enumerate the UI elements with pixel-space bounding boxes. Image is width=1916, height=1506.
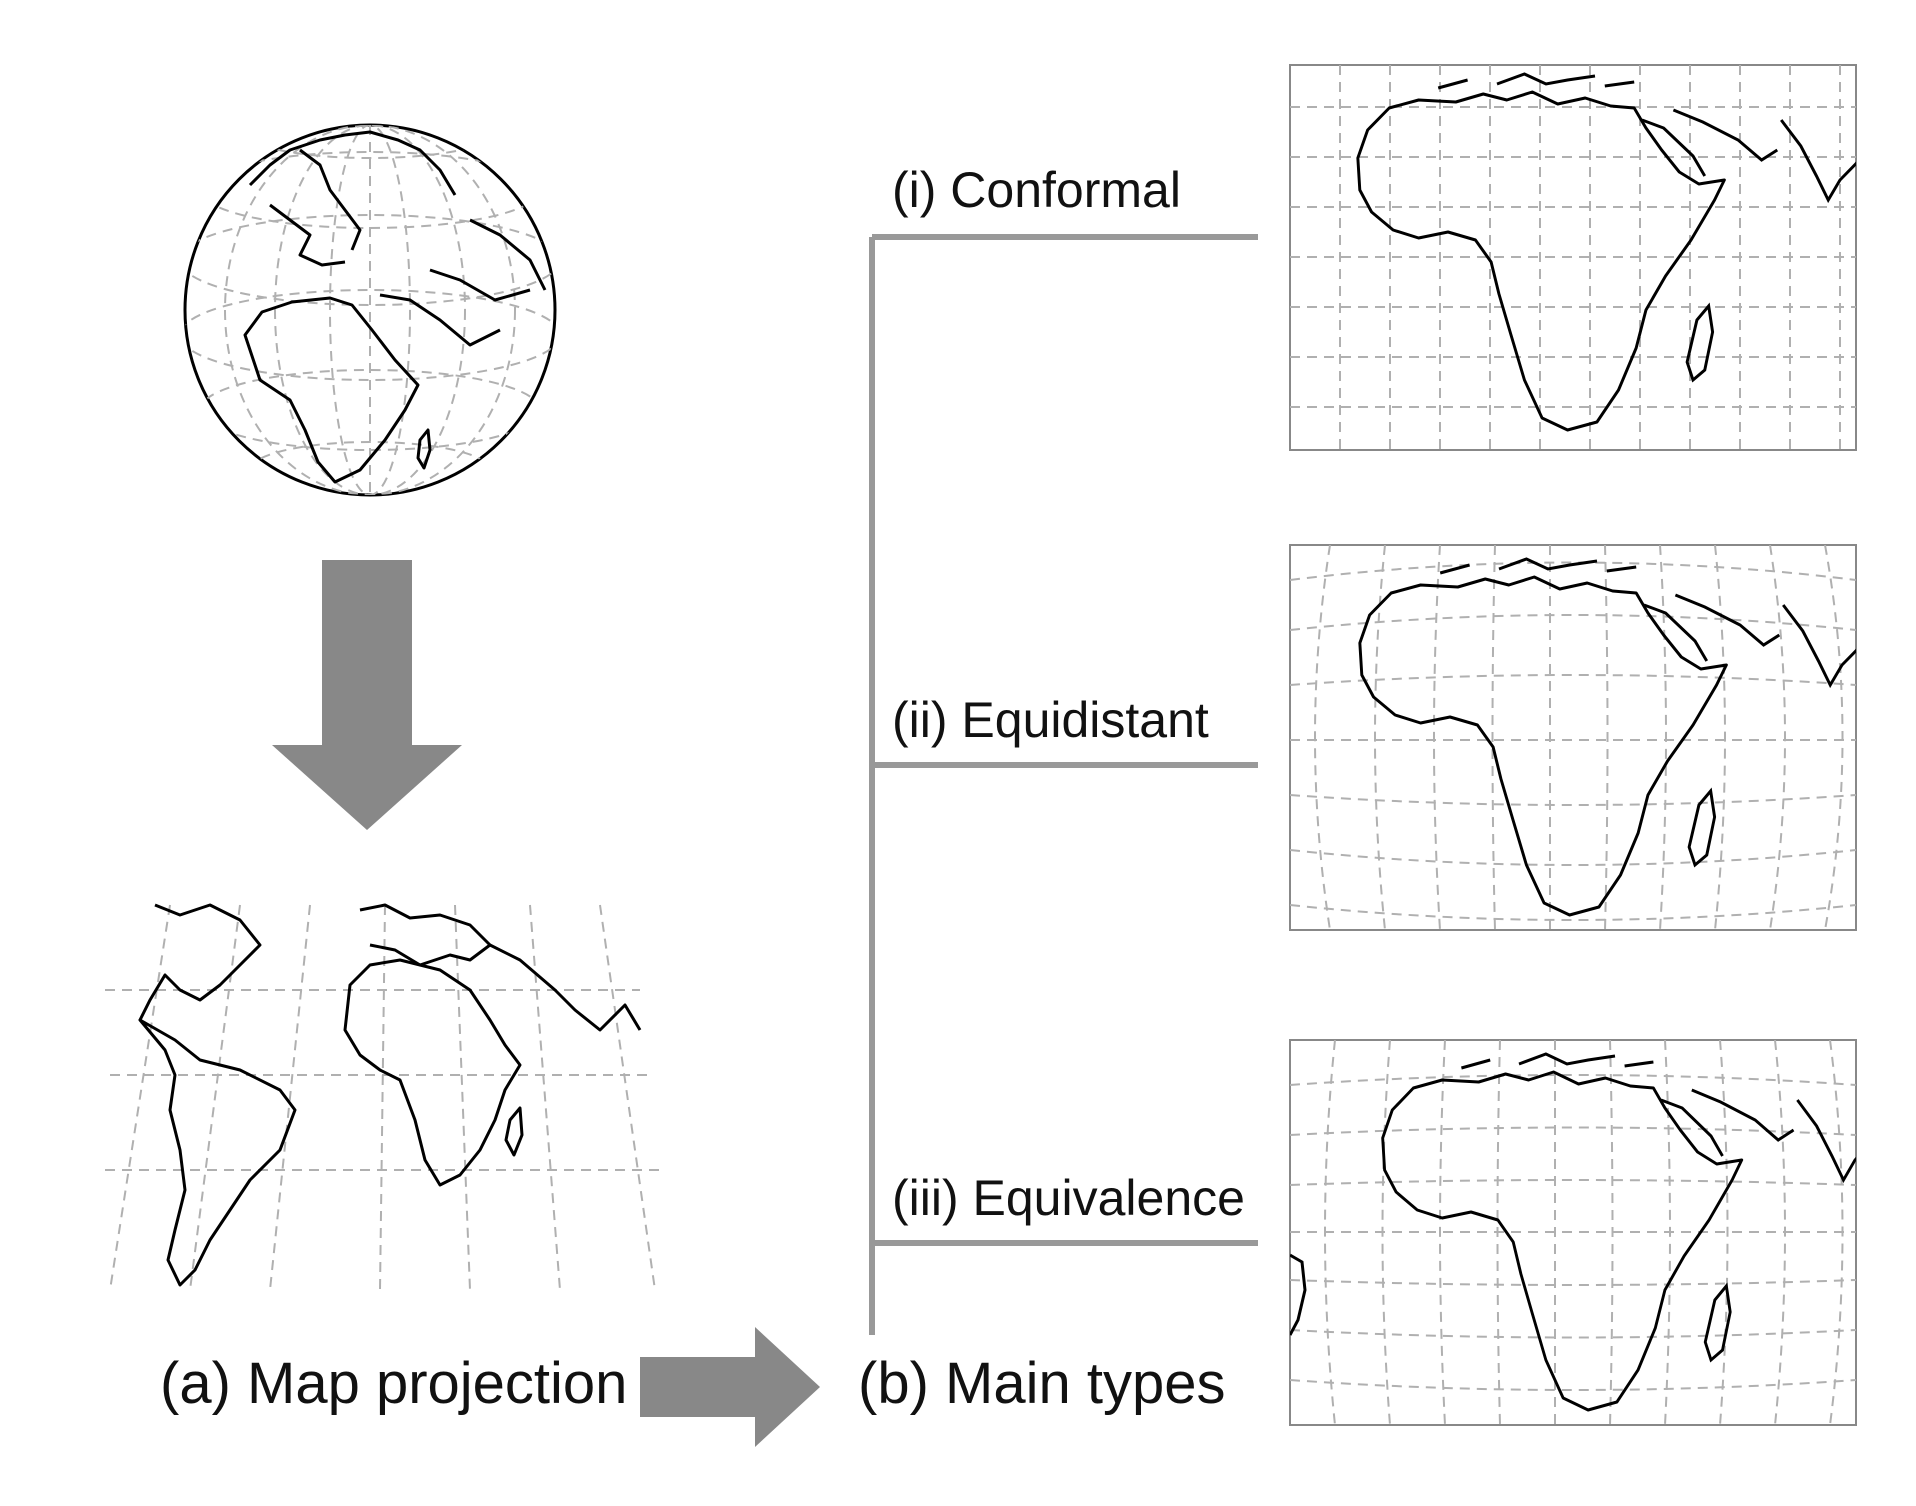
main-types-caption: (b) Main types	[858, 1351, 1226, 1416]
world-map-icon	[105, 903, 665, 1290]
type-connector	[869, 234, 1258, 1335]
equidistant-map-icon	[1289, 544, 1857, 931]
equivalence-map-icon	[1289, 1039, 1857, 1426]
map-projection-caption: (a) Map projection	[160, 1351, 628, 1416]
conformal-map-icon	[1289, 64, 1857, 451]
equidistant-label: (ii) Equidistant	[892, 692, 1209, 748]
globe-icon	[183, 123, 557, 497]
down-arrow-icon	[272, 560, 462, 830]
equivalence-label: (iii) Equivalence	[892, 1170, 1245, 1226]
conformal-label: (i) Conformal	[892, 162, 1181, 218]
right-arrow-icon	[640, 1327, 820, 1447]
